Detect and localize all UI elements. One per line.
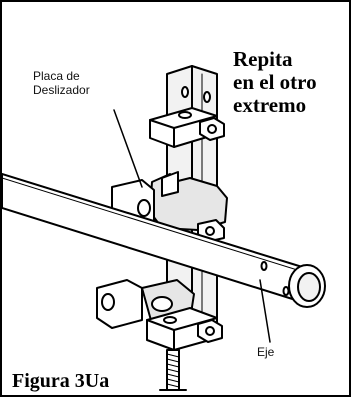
leader-slider-plate [113,109,143,188]
leader-axle [259,279,271,343]
repeat-instruction-line-3: extremo [233,93,307,117]
slider-plate-label: Placa de Deslizador [33,69,90,97]
slider-plate-label-line-1: Placa de [33,69,80,83]
axle-label: Eje [257,345,275,359]
threaded-bolt [159,349,187,391]
figure-caption: Figura 3Ua [12,370,110,392]
repeat-instruction: Repita en el otro extremo [233,48,317,117]
lower-clamp [146,307,223,351]
slider-plate-label-line-2: Deslizador [33,83,90,97]
upper-clamp [149,107,225,148]
axle-tube [2,173,326,308]
repeat-instruction-line-2: en el otro [233,70,317,94]
repeat-instruction-line-1: Repita [233,47,293,71]
slider-plate [111,171,228,243]
